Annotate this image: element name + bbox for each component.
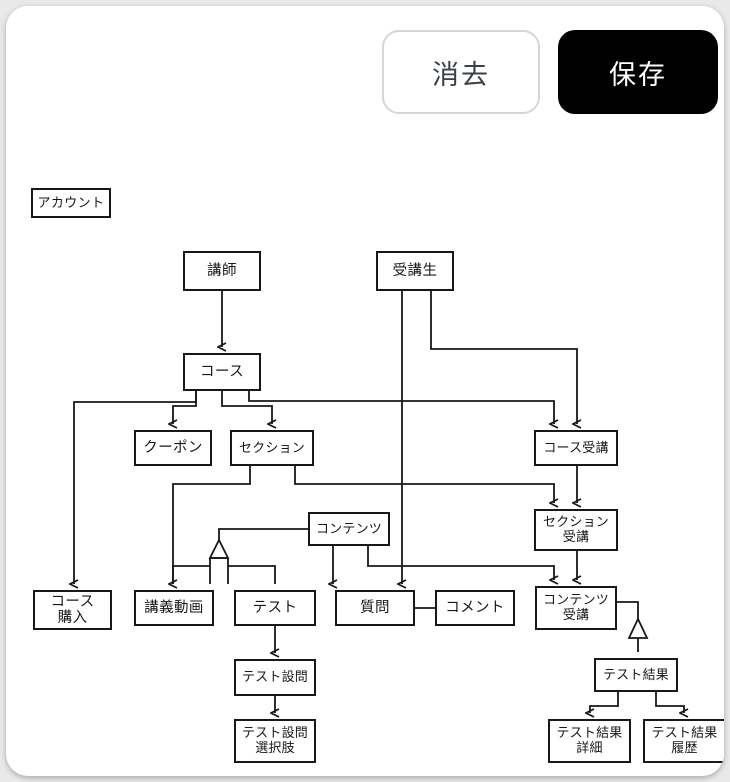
save-button-label: 保存 — [609, 59, 667, 90]
edge-course-section — [221, 391, 272, 424]
node-course[interactable]: コース — [183, 353, 261, 391]
edge-section-section-enroll — [294, 466, 554, 503]
node-comment[interactable]: コメント — [435, 590, 515, 626]
edge-course-enroll — [248, 391, 554, 424]
node-test-result-history[interactable]: テスト結果 履歴 — [643, 719, 724, 763]
node-course-purchase[interactable]: コース 購入 — [33, 590, 112, 630]
edge-content-generalization-stem — [218, 528, 308, 540]
edge-gen-to-lecture-video — [172, 565, 210, 584]
edge-section-lecture-video — [173, 466, 251, 584]
diagram-canvas[interactable]: 消去 保存 — [6, 6, 724, 776]
node-student[interactable]: 受講生 — [376, 251, 454, 291]
clear-button[interactable]: 消去 — [382, 30, 540, 114]
node-test-item-choice[interactable]: テスト設問 選択肢 — [234, 719, 316, 763]
node-test-result-detail[interactable]: テスト結果 詳細 — [548, 719, 631, 763]
node-content-enroll[interactable]: コンテンツ 受講 — [535, 586, 617, 630]
edge-gen-to-test — [228, 565, 276, 584]
node-course-enroll[interactable]: コース受講 — [534, 430, 618, 466]
node-section[interactable]: セクション — [230, 430, 314, 466]
edge-student-course-enroll — [430, 291, 577, 424]
node-coupon[interactable]: クーポン — [134, 430, 212, 466]
edge-content-content-enroll — [367, 546, 554, 580]
node-question[interactable]: 質問 — [335, 590, 415, 626]
node-account[interactable]: アカウント — [31, 188, 111, 218]
node-lecture-video[interactable]: 講義動画 — [134, 590, 214, 626]
generalization-triangle-content-enroll — [627, 616, 649, 639]
node-test[interactable]: テスト — [234, 590, 316, 626]
node-content[interactable]: コンテンツ — [308, 512, 390, 546]
edge-content-enroll-gen-stem — [617, 601, 639, 619]
edge-course-purchase — [74, 391, 197, 584]
clear-button-label: 消去 — [432, 59, 490, 90]
edge-test-result-hist — [655, 692, 684, 713]
node-section-enroll[interactable]: セクション 受講 — [534, 509, 618, 551]
save-button[interactable]: 保存 — [558, 30, 718, 114]
edge-test-result-detail — [590, 692, 619, 713]
node-instructor[interactable]: 講師 — [183, 251, 261, 291]
diagram: アカウント 講師 受講生 コース クーポン セクション コース受講 コンテンツ … — [6, 6, 724, 776]
node-test-item[interactable]: テスト設問 — [234, 659, 316, 696]
generalization-triangle-content — [208, 537, 230, 559]
edge-course-coupon — [173, 391, 197, 424]
node-test-result[interactable]: テスト結果 — [594, 658, 678, 692]
